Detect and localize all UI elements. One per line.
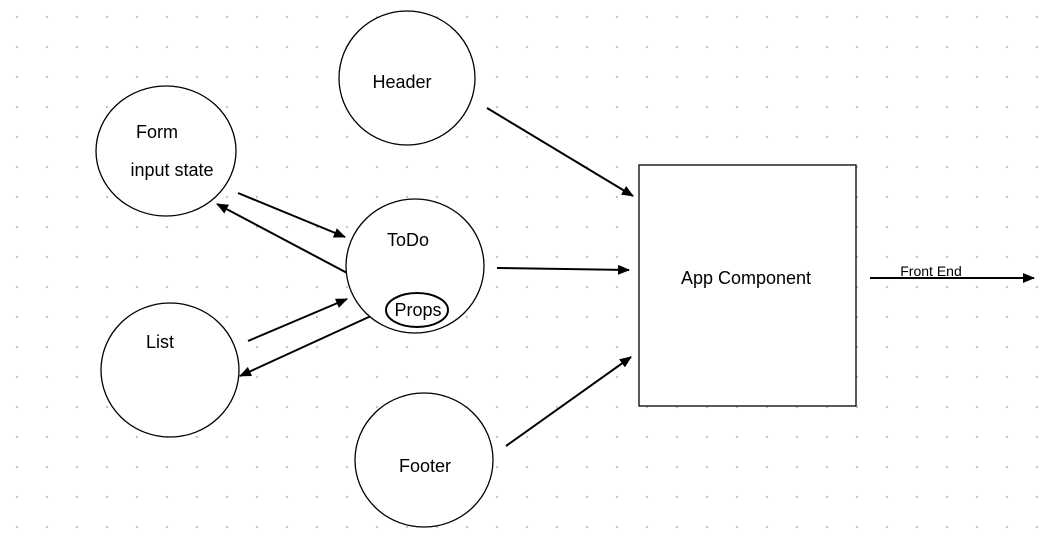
node-list[interactable]: List bbox=[100, 302, 240, 438]
node-form-shape bbox=[95, 85, 237, 217]
node-app-shape bbox=[638, 164, 857, 407]
edge-list-to-todo[interactable] bbox=[247, 298, 348, 342]
node-footer-label: Footer bbox=[399, 456, 451, 476]
edge-todo-to-app[interactable] bbox=[496, 264, 630, 275]
edge-footer-to-app[interactable] bbox=[505, 356, 632, 447]
node-form-label: Form bbox=[136, 122, 178, 142]
node-header-shape bbox=[338, 10, 476, 146]
props-badge-shape bbox=[385, 292, 449, 328]
edge-props-to-list[interactable] bbox=[239, 309, 385, 377]
node-footer-shape bbox=[354, 392, 494, 528]
node-app-label: App Component bbox=[681, 268, 811, 288]
node-footer[interactable]: Footer bbox=[354, 392, 494, 528]
edge-front-end-label: Front End bbox=[900, 263, 961, 279]
node-app[interactable]: App Component bbox=[638, 164, 857, 407]
edge-form-to-todo[interactable] bbox=[237, 192, 346, 238]
node-list-shape bbox=[100, 302, 240, 438]
node-form-sublabel: input state bbox=[130, 160, 213, 180]
node-list-label: List bbox=[146, 332, 174, 352]
node-header[interactable]: Header bbox=[338, 10, 476, 146]
props-badge-label: Props bbox=[394, 300, 441, 320]
edge-header-to-app[interactable] bbox=[486, 107, 634, 197]
node-todo-label: ToDo bbox=[387, 230, 429, 250]
node-header-label: Header bbox=[372, 72, 431, 92]
node-todo[interactable]: ToDo Props bbox=[345, 198, 485, 334]
node-form[interactable]: Form input state bbox=[95, 85, 237, 217]
node-todo-shape bbox=[345, 198, 485, 334]
